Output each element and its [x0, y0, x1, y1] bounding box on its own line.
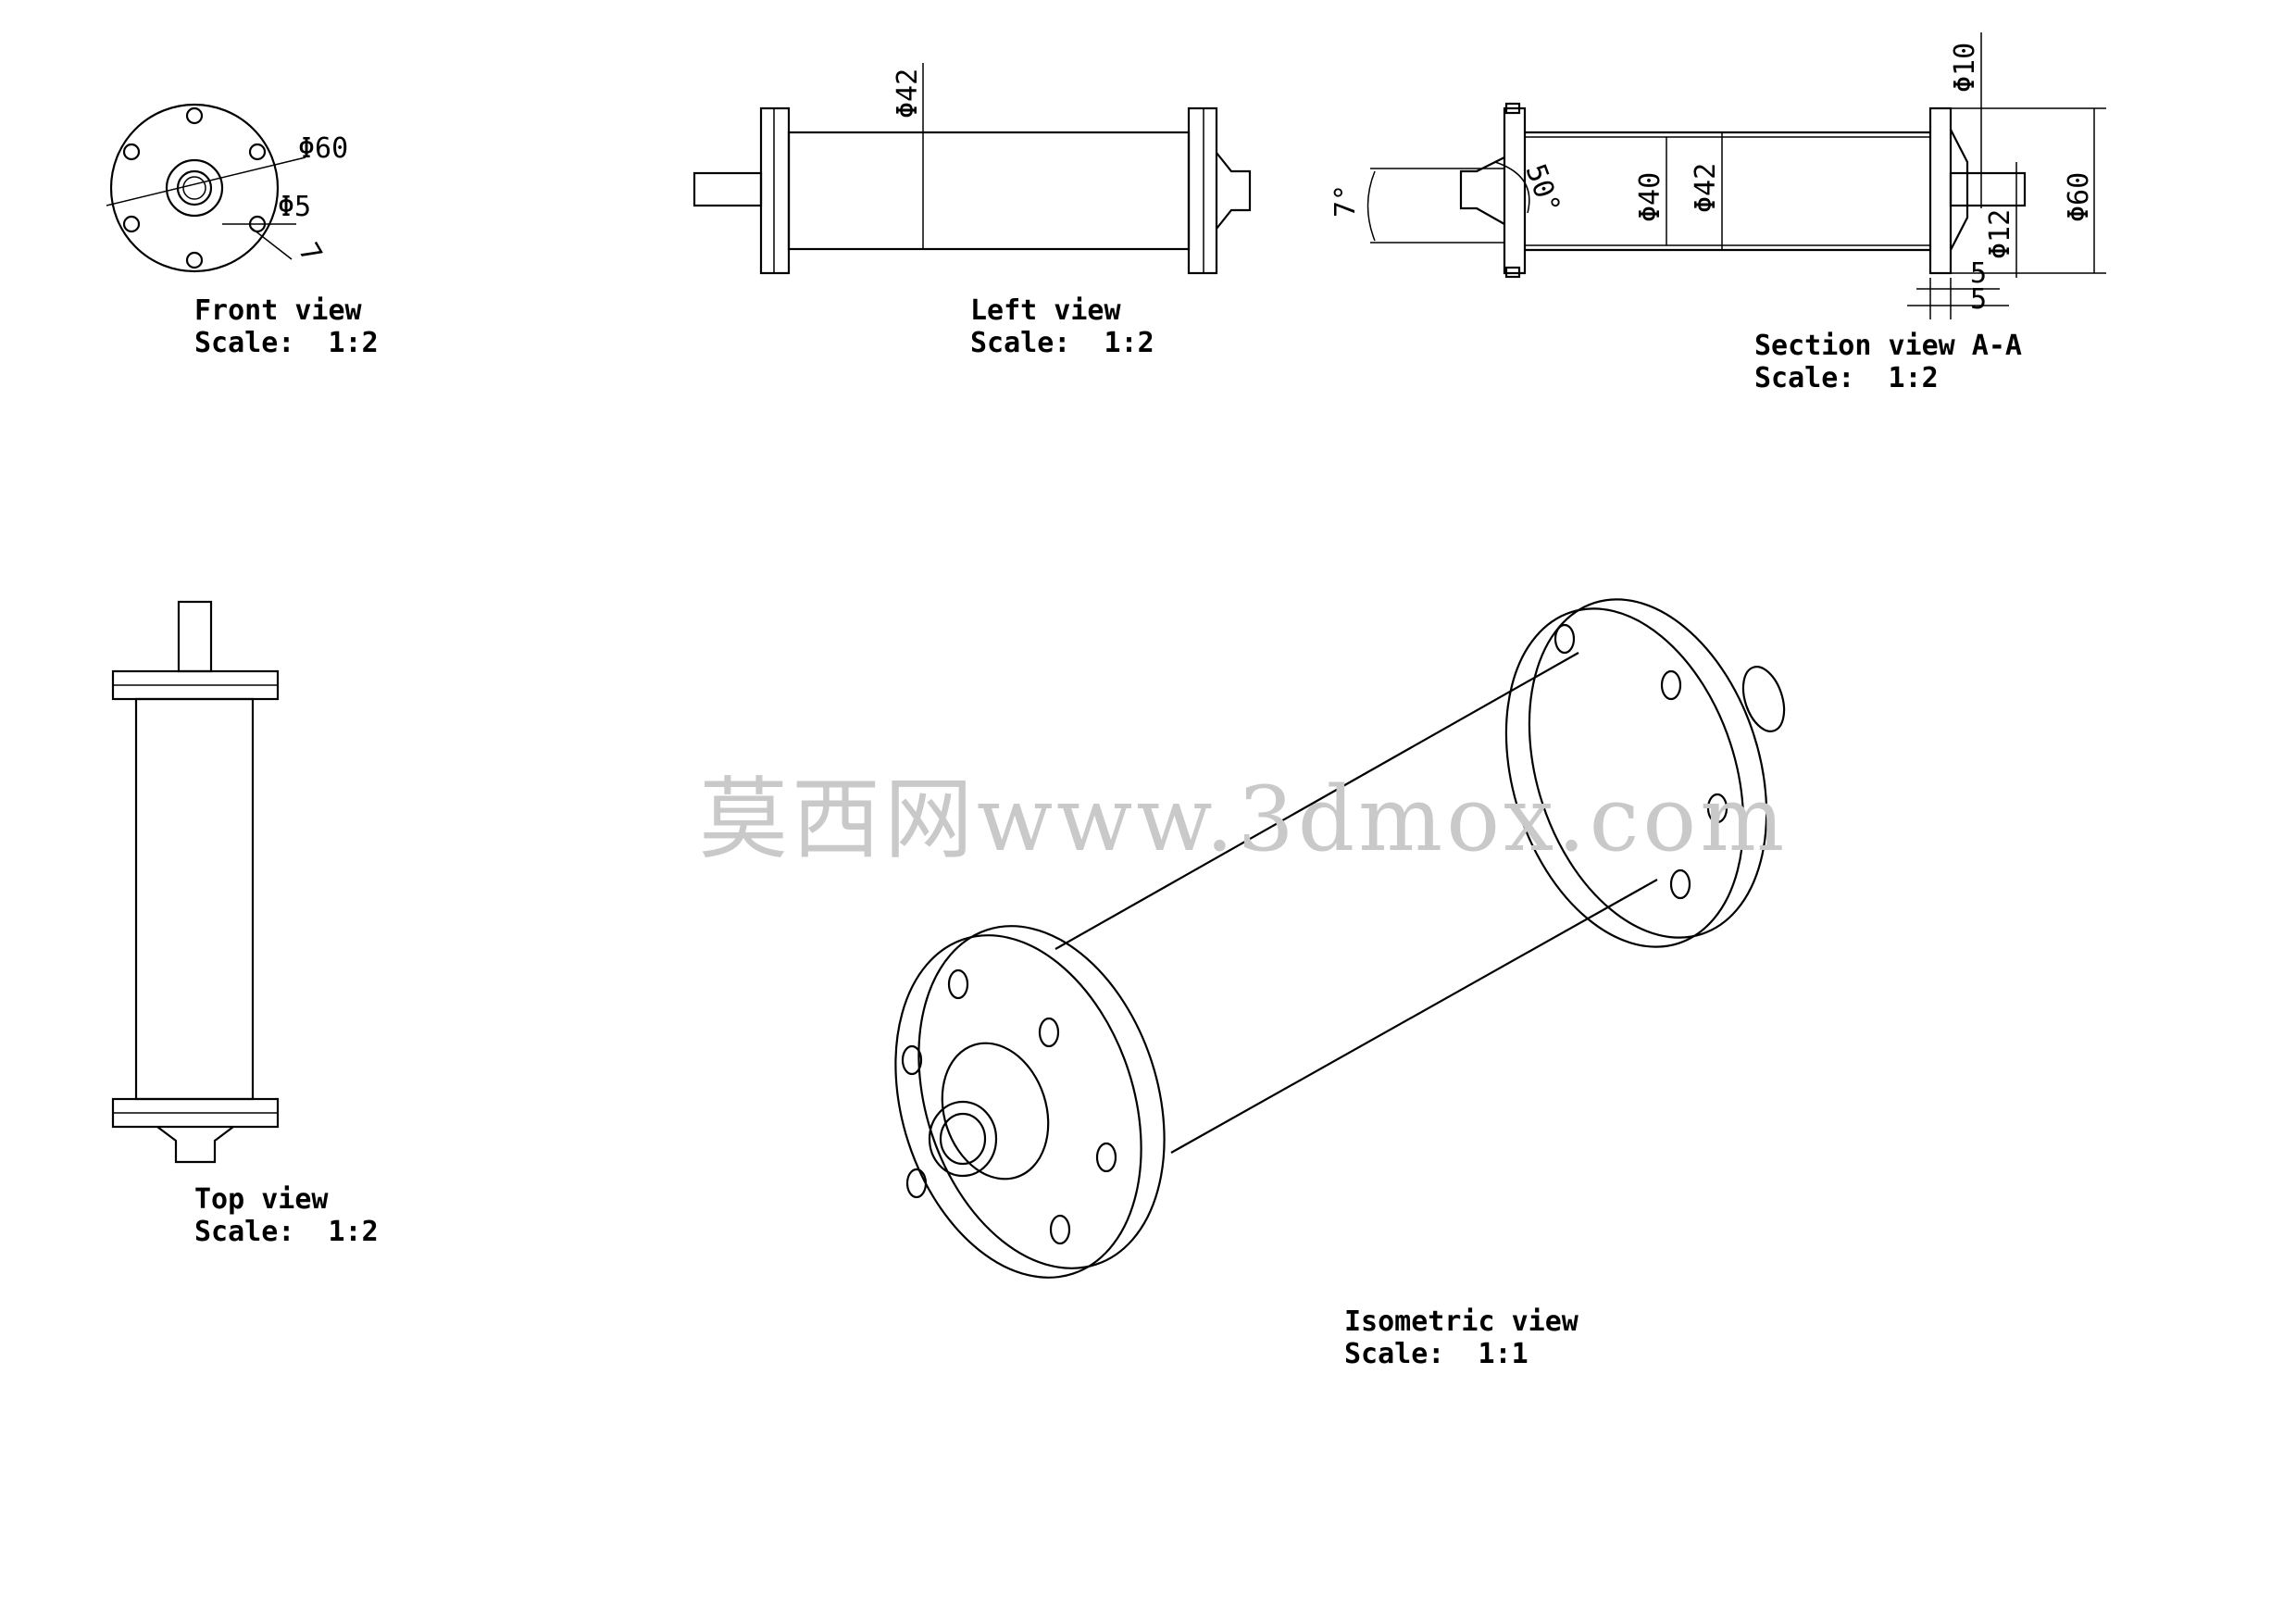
section-view-caption: Section view A-A — [1754, 330, 2022, 362]
pcd-leader — [249, 226, 293, 260]
top-view-caption: Top view — [194, 1183, 329, 1216]
bore-inner — [182, 176, 206, 200]
dim-section-thk5b: 5 — [1970, 283, 1987, 316]
iso-tube-bottom — [1170, 879, 1658, 1154]
iso-front-nozzle-inner — [939, 1112, 987, 1166]
iso-front-flange-back — [917, 925, 1166, 1269]
top-body-tube — [134, 697, 255, 1101]
left-view-scale: Scale: 1:2 — [970, 327, 1154, 359]
iso-front-nozzle-outer — [928, 1100, 998, 1178]
isometric-view: Isometric view Scale: 1:1 — [894, 598, 1786, 1370]
dim-section-dia42: Φ42 — [1690, 163, 1722, 213]
flange-outline — [109, 103, 280, 273]
section-nozzle — [1459, 156, 1505, 225]
top-view: Top view Scale: 1:2 — [111, 600, 379, 1248]
dim-section-dia60: Φ60 — [2063, 172, 2095, 222]
iso-rear-flange-back — [1528, 598, 1768, 939]
watermark: 莫西网www.3dmox.com — [699, 768, 1788, 871]
top-view-scale: Scale: 1:2 — [194, 1216, 379, 1248]
section-outlet-stub — [1949, 171, 2027, 207]
dia-60-leader — [106, 156, 306, 206]
iso-rear-flange-front — [1504, 607, 1745, 948]
section-view-scale: Scale: 1:2 — [1754, 362, 1939, 394]
boss-outline — [165, 158, 224, 218]
isometric-view-scale: Scale: 1:1 — [1344, 1338, 1529, 1370]
left-view: Φ42 Left view Scale: 1:2 — [693, 63, 1252, 359]
dim-section-angle7: 7° — [1329, 184, 1362, 218]
dim-left-dia42: Φ42 — [892, 69, 924, 119]
dim-section-dia12: Φ12 — [1984, 209, 2016, 259]
body-tube — [787, 131, 1191, 251]
iso-front-flange-front — [894, 934, 1142, 1279]
top-shaft-stub — [177, 600, 213, 673]
iso-tube-top — [1054, 652, 1579, 950]
front-view-caption: Front view — [194, 294, 363, 327]
front-view-scale: Scale: 1:2 — [194, 327, 379, 359]
front-view: Φ60 Φ5 7 Front view Scale: 1:2 — [106, 103, 379, 359]
section-flange-left — [1503, 106, 1527, 275]
shaft-stub-left — [693, 171, 763, 207]
bolt-holes — [122, 106, 267, 269]
section-flange-right — [1928, 106, 1953, 275]
isometric-view-caption: Isometric view — [1344, 1305, 1579, 1338]
dim-section-angle50: 50° — [1518, 160, 1566, 219]
iso-rear-stub — [1741, 666, 1786, 732]
dim-section-dia10: Φ10 — [1949, 43, 1981, 93]
section-view: 7° 50° Φ40 Φ42 Φ10 Φ60 Φ12 5 5 Section v… — [1329, 32, 2106, 394]
dim-section-thk5a: 5 — [1970, 257, 1987, 290]
nozzle-right — [1216, 152, 1252, 230]
top-nozzle — [156, 1126, 234, 1164]
dim-front-dia60: Φ60 — [298, 132, 348, 165]
dim-front-pcd: 7 — [292, 238, 328, 269]
flange-right — [1187, 106, 1218, 275]
dim-front-dia5: Φ5 — [278, 191, 311, 223]
iso-front-boss — [941, 1042, 1050, 1181]
iso-bolt-holes — [901, 623, 1728, 1245]
dim-section-dia40: Φ40 — [1634, 172, 1666, 222]
left-view-caption: Left view — [970, 294, 1121, 327]
flange-left — [759, 106, 791, 275]
